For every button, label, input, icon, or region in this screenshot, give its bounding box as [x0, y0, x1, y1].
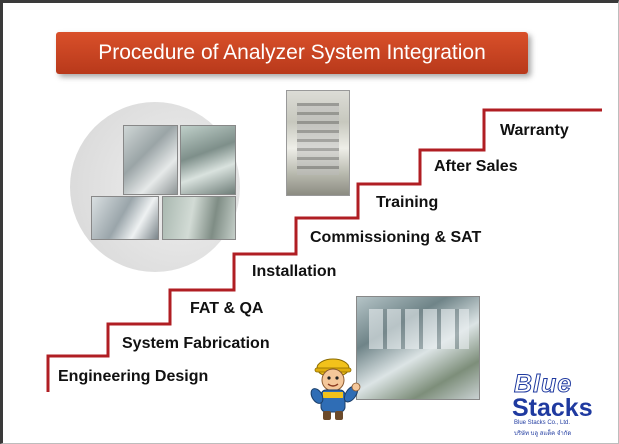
slide-title: Procedure of Analyzer System Integration — [98, 41, 486, 64]
title-banner: Procedure of Analyzer System Integration — [56, 32, 528, 74]
step-commissioning-sat: Commissioning & SAT — [310, 229, 482, 246]
step-warranty: Warranty — [500, 122, 569, 139]
photo-control-room — [162, 196, 236, 240]
photo-analyzer-cabinet — [123, 125, 178, 195]
step-installation: Installation — [252, 263, 337, 280]
step-fat-qa: FAT & QA — [190, 300, 264, 317]
logo-word-blue: Blue — [513, 370, 573, 399]
worker-mascot-icon — [310, 358, 361, 420]
step-training: Training — [376, 194, 439, 211]
step-system-fabrication: System Fabrication — [122, 335, 270, 352]
photo-analyzer-rack — [286, 90, 350, 196]
photo-installed-system — [356, 296, 480, 400]
logo-word-stacks: Stacks — [512, 394, 593, 422]
step-after-sales: After Sales — [434, 158, 518, 175]
photo-analyzer-shelter — [91, 196, 159, 240]
bluestacks-logo: Blue Stacks Blue Stacks Co., Ltd. บริษัท… — [508, 370, 618, 440]
logo-company-name-thai: บริษัท บลู สแต็ค จำกัด — [514, 431, 572, 437]
logo-company-name: Blue Stacks Co., Ltd. — [514, 420, 571, 426]
staircase-line — [46, 108, 602, 392]
photo-analyzer-panel — [180, 125, 236, 195]
step-engineering-design: Engineering Design — [58, 368, 209, 385]
